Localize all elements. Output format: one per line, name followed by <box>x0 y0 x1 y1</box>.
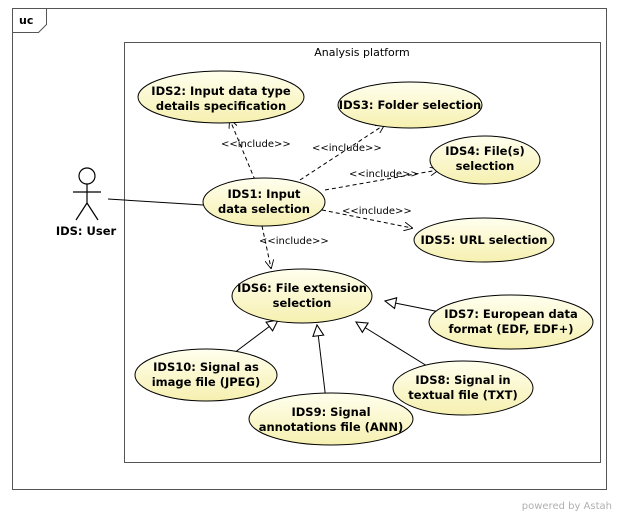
use-case-ids5: IDS5: URL selection <box>413 217 555 263</box>
include-label: <<include>> <box>221 139 291 150</box>
use-case-ids7: IDS7: European data format (EDF, EDF+) <box>428 294 594 350</box>
use-case-label: selection <box>456 159 515 173</box>
use-case-label: format (EDF, EDF+) <box>448 322 573 336</box>
use-case-label: textual file (TXT) <box>408 388 517 402</box>
use-case-label: IDS6: File extension <box>237 281 367 295</box>
actor <box>73 167 101 221</box>
actor-left-leg <box>75 202 88 221</box>
use-case-label: IDS2: Input data type <box>151 84 291 98</box>
use-case-ids10: IDS10: Signal as image file (JPEG) <box>134 348 278 402</box>
use-case-label: image file (JPEG) <box>152 375 261 389</box>
use-case-label: IDS3: Folder selection <box>339 98 481 112</box>
use-case-ids2: IDS2: Input data type details specificat… <box>137 70 305 124</box>
use-case-label: IDS7: European data <box>444 307 578 321</box>
association-line <box>107 198 204 206</box>
use-case-ids3: IDS3: Folder selection <box>337 81 483 129</box>
use-case-label: IDS10: Signal as <box>153 360 259 374</box>
include-ids4-line <box>324 170 438 191</box>
use-case-label: IDS8: Signal in <box>415 373 510 387</box>
generalization-ids7-line <box>385 301 441 313</box>
include-label: <<include>> <box>349 169 419 180</box>
use-case-label: IDS4: File(s) <box>445 144 525 158</box>
use-case-label: annotations file (ANN) <box>259 420 404 434</box>
use-case-ids6: IDS6: File extension selection <box>231 268 373 324</box>
use-case-label: IDS1: Input <box>227 187 301 201</box>
powered-by-label: powered by Astah <box>522 501 612 512</box>
system-boundary-label: Analysis platform <box>314 46 410 59</box>
use-case-label: IDS9: Signal <box>291 405 370 419</box>
use-case-label: data selection <box>218 202 310 216</box>
use-case-label: details specification <box>156 99 286 113</box>
frame-label: uc <box>19 14 33 27</box>
include-ids2-line <box>230 120 256 181</box>
include-ids3-line <box>299 125 384 181</box>
use-case-ids4: IDS4: File(s) selection <box>429 135 541 185</box>
include-ids6-line <box>261 225 271 268</box>
use-case-ids1: IDS1: Input data selection <box>202 177 326 227</box>
include-label: <<include>> <box>259 236 329 247</box>
use-case-ids8: IDS8: Signal in textual file (TXT) <box>392 360 534 416</box>
generalization-ids9-line <box>317 325 327 401</box>
include-label: <<include>> <box>312 143 382 154</box>
use-case-ids9: IDS9: Signal annotations file (ANN) <box>248 392 414 446</box>
use-case-label: IDS5: URL selection <box>421 233 548 247</box>
include-labels: <<include>> <<include>> <<include>> <<in… <box>221 139 419 247</box>
include-label: <<include>> <box>342 206 412 217</box>
use-case-label: selection <box>273 296 332 310</box>
generalization-ids10-line <box>229 320 278 357</box>
actor-right-leg <box>86 202 99 221</box>
include-ids5-line <box>321 209 412 228</box>
actor-label: IDS: User <box>56 224 117 238</box>
